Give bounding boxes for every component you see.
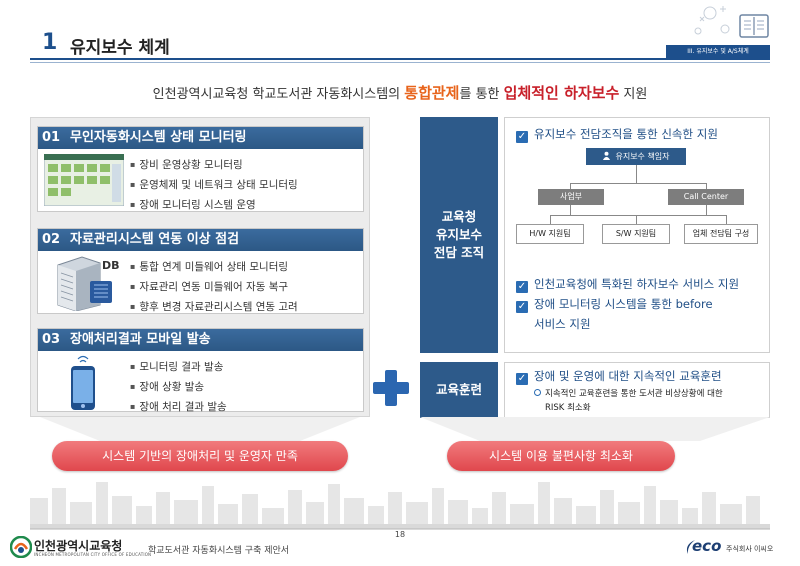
- item-title: 장애처리결과 모바일 발송: [70, 332, 211, 347]
- company-logo: eco 주식회사 이씨오: [684, 536, 784, 560]
- bullet: 장비 운영상황 모니터링: [130, 155, 298, 175]
- org-team-node: H/W 지원팀: [516, 224, 584, 244]
- smartphone-icon: [71, 355, 95, 410]
- org-label-line: 유지보수: [435, 226, 482, 242]
- bullet: 장애 처리 결과 발송: [130, 397, 226, 417]
- bullet: 운영체제 및 네트워크 상태 모니터링: [130, 175, 297, 195]
- bullet: 통합 연계 미들웨어 상태 모니터링: [130, 257, 298, 277]
- page-number: 18: [394, 530, 406, 539]
- check-text: 장애 및 운영에 대한 지속적인 교육훈련: [534, 369, 722, 383]
- bullet: 자료관리 연동 미들웨어 자동 복구: [130, 277, 298, 297]
- sub-item: 지속적인 교육훈련을 통한 도서관 비상상황에 대한: [534, 387, 723, 399]
- pill-connectors: [40, 417, 770, 441]
- org-label: 교육청 유지보수 전담 조직: [420, 117, 498, 353]
- checkbox-icon: ✓: [516, 281, 528, 293]
- item-number: 01: [42, 130, 61, 145]
- item-header: 03 장애처리결과 모바일 발송: [38, 329, 363, 351]
- headline-emphasis-integrated: 통합관제: [404, 84, 460, 102]
- sub-text: 지속적인 교육훈련을 통한 도서관 비상상황에 대한: [545, 389, 723, 399]
- plus-icon: [373, 370, 409, 406]
- city-skyline-decoration: [30, 482, 770, 530]
- person-icon: [603, 151, 611, 160]
- header-decoration: [694, 6, 769, 38]
- headline-text: 를 통한: [459, 87, 504, 102]
- item-bullets: 모니터링 결과 발송 장애 상황 발송 장애 처리 결과 발송: [130, 357, 227, 417]
- company-logo-text: eco: [692, 537, 722, 555]
- item-monitoring: 01 무인자동화시스템 상태 모니터링 장비 운영상황 모니터링 운영체제 및 네…: [37, 126, 364, 212]
- result-pill-right: 시스템 이용 불편사항 최소화: [447, 441, 675, 471]
- left-panel: 01 무인자동화시스템 상태 모니터링 장비 운영상황 모니터링 운영체제 및 네…: [30, 117, 370, 417]
- bullet: 장애 상황 발송: [130, 377, 227, 397]
- database-server-icon: [57, 256, 112, 311]
- education-office-emblem-icon: [10, 536, 32, 558]
- check-item: ✓ 유지보수 전담조직을 통한 신속한 지원: [516, 126, 718, 143]
- checkbox-icon: ✓: [516, 301, 528, 313]
- checkbox-icon: ✓: [516, 131, 528, 143]
- check-item: ✓ 장애 모니터링 시스템을 통한 before: [516, 296, 713, 313]
- check-item: ✓ 장애 및 운영에 대한 지속적인 교육훈련: [516, 368, 722, 385]
- item-db-check: 02 자료관리시스템 연동 이상 점검 DB 통합 연계 미들웨어 상태 모니터링…: [37, 228, 364, 314]
- eco-swoosh-icon: [686, 540, 695, 554]
- headline-text: 지원: [619, 87, 648, 102]
- monitoring-screen-icon: [44, 154, 124, 206]
- item-title: 무인자동화시스템 상태 모니터링: [70, 130, 247, 145]
- org-lead-node: 유지보수 책임자: [586, 148, 686, 165]
- office-of-education-logo: 인천광역시교육청 INCHEON METROPOLITAN CITY OFFIC…: [10, 536, 151, 562]
- sub-text-continued: RISK 최소화: [545, 403, 591, 413]
- db-label: DB: [102, 259, 120, 272]
- item-header: 01 무인자동화시스템 상태 모니터링: [38, 127, 363, 149]
- check-text: 인천교육청에 특화된 하자보수 서비스 지원: [534, 277, 740, 291]
- check-item: ✓ 인천교육청에 특화된 하자보수 서비스 지원: [516, 276, 739, 293]
- item-header: 02 자료관리시스템 연동 이상 점검: [38, 229, 363, 251]
- office-name: 인천광역시교육청: [34, 539, 123, 553]
- org-mid-node: Call Center: [668, 189, 744, 205]
- book-icon: [739, 14, 769, 38]
- check-text: 유지보수 전담조직을 통한 신속한 지원: [534, 127, 718, 141]
- chapter-tab: III. 유지보수 및 A/S체계: [666, 45, 770, 58]
- item-number: 03: [42, 332, 61, 347]
- headline-emphasis-repair: 입체적인 하자보수: [503, 84, 620, 102]
- item-bullets: 통합 연계 미들웨어 상태 모니터링 자료관리 연동 미들웨어 자동 복구 향후…: [130, 257, 298, 317]
- header-rule: [30, 58, 770, 60]
- document-title: 학교도서관 자동화시스템 구축 제안서: [148, 546, 290, 556]
- circle-bullet-icon: [534, 389, 541, 396]
- item-title: 자료관리시스템 연동 이상 점검: [70, 232, 240, 247]
- headline-text: 인천광역시교육청 학교도서관 자동화시스템의: [152, 87, 405, 102]
- section-title: 유지보수 체계: [70, 38, 170, 58]
- item-number: 02: [42, 232, 61, 247]
- check-text: 장애 모니터링 시스템을 통한 before: [534, 297, 713, 311]
- bullet: 향후 변경 자료관리시스템 연동 고려: [130, 297, 297, 317]
- org-lead-label: 유지보수 책임자: [615, 152, 670, 161]
- section-number: 1: [42, 30, 58, 55]
- company-name: 주식회사 이씨오: [726, 545, 774, 553]
- result-pill-left: 시스템 기반의 장애처리 및 운영자 만족: [52, 441, 348, 471]
- bullet: 장애 모니터링 시스템 운영: [130, 195, 298, 215]
- org-label-line: 전담 조직: [433, 245, 485, 261]
- bullet: 모니터링 결과 발송: [130, 357, 227, 377]
- header-rule-thin: [30, 62, 770, 63]
- org-mid-node: 사업부: [538, 189, 604, 205]
- footer-rule: [30, 528, 770, 529]
- org-team-node: 업체 전담팀 구성: [684, 224, 758, 244]
- office-english-name: INCHEON METROPOLITAN CITY OFFICE OF EDUC…: [34, 552, 152, 557]
- training-label: 교육훈련: [420, 362, 498, 418]
- checkbox-icon: ✓: [516, 373, 528, 385]
- training-box: [504, 362, 770, 418]
- item-bullets: 장비 운영상황 모니터링 운영체제 및 네트워크 상태 모니터링 장애 모니터링…: [130, 155, 298, 215]
- org-team-node: S/W 지원팀: [602, 224, 670, 244]
- org-label-line: 교육청: [441, 208, 477, 224]
- org-chart: 유지보수 책임자 사업부 Call Center H/W 지원팀 S/W 지원팀…: [510, 143, 762, 251]
- check-text-continued: 서비스 지원: [534, 317, 591, 331]
- headline: 인천광역시교육청 학교도서관 자동화시스템의 통합관제를 통한 입체적인 하자보…: [0, 82, 800, 103]
